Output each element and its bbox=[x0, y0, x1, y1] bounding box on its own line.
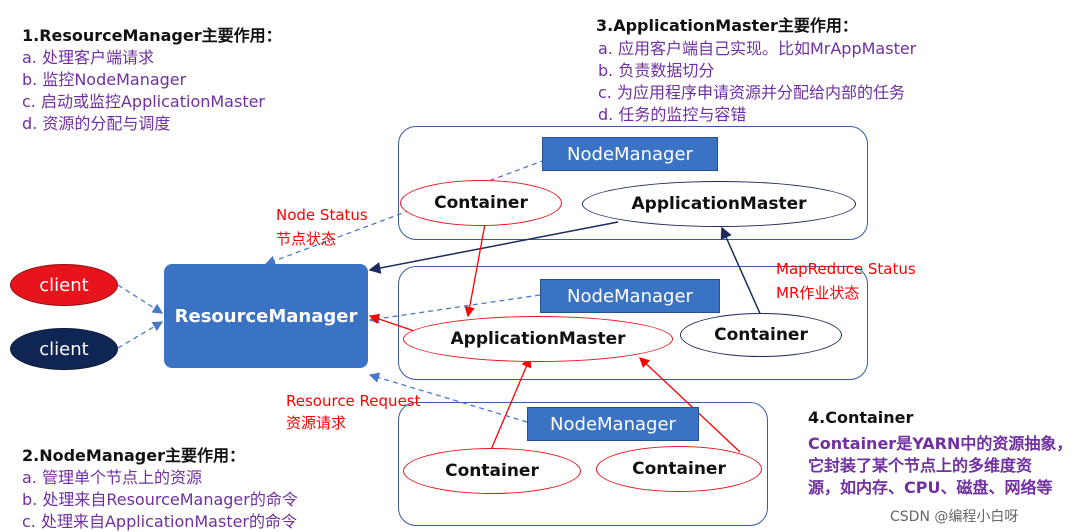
node-status-label-zh: 节点状态 bbox=[276, 230, 337, 248]
node-manager-1: NodeManager bbox=[542, 137, 718, 171]
am-role-item: c. 为应用程序申请资源并分配给内部的任务 bbox=[598, 83, 905, 102]
nm-role-title: 2.NodeManager主要作用： bbox=[22, 446, 246, 465]
am-role-item: d. 任务的监控与容错 bbox=[598, 105, 747, 124]
resource-request-label-en: Resource Request bbox=[286, 392, 421, 410]
application-master-node2: ApplicationMaster bbox=[403, 316, 673, 362]
nm-role-item: b. 处理来自ResourceManager的命令 bbox=[22, 490, 298, 509]
rm-role-title: 1.ResourceManager主要作用： bbox=[22, 26, 282, 45]
rm-role-item: d. 资源的分配与调度 bbox=[22, 114, 171, 133]
mr-status-label-en: MapReduce Status bbox=[776, 260, 916, 278]
am-role-title: 3.ApplicationMaster主要作用： bbox=[596, 16, 858, 35]
container-role-line: 它封装了某个节点上的多维度资 bbox=[808, 456, 1033, 475]
node-manager-2: NodeManager bbox=[540, 279, 720, 313]
container-node2: Container bbox=[680, 313, 842, 357]
container-role-line: Container是YARN中的资源抽象， bbox=[808, 434, 1073, 453]
container-node3-b: Container bbox=[596, 446, 762, 492]
nm-role-item: c. 处理来自ApplicationMaster的命令 bbox=[22, 512, 298, 531]
resource-manager: ResourceManager bbox=[164, 264, 368, 368]
rm-role-item: b. 监控NodeManager bbox=[22, 70, 187, 89]
application-master-node1: ApplicationMaster bbox=[582, 181, 856, 227]
nm-role-item: a. 管理单个节点上的资源 bbox=[22, 468, 202, 487]
client-navy: client bbox=[10, 328, 118, 370]
container-role-line: 源，如内存、CPU、磁盘、网络等 bbox=[808, 478, 1053, 497]
am-role-item: b. 负责数据切分 bbox=[598, 61, 715, 80]
container-role-title: 4.Container bbox=[808, 408, 914, 427]
rm-role-item: c. 启动或监控ApplicationMaster bbox=[22, 92, 266, 111]
am-role-item: a. 应用客户端自己实现。比如MrAppMaster bbox=[598, 39, 917, 58]
resource-request-label-zh: 资源请求 bbox=[286, 414, 347, 432]
node-status-label-en: Node Status bbox=[276, 206, 368, 224]
mr-status-label-zh: MR作业状态 bbox=[776, 284, 860, 302]
node-manager-3: NodeManager bbox=[527, 407, 699, 441]
rm-role-item: a. 处理客户端请求 bbox=[22, 48, 154, 67]
container-node3-a: Container bbox=[403, 448, 581, 494]
container-node1: Container bbox=[400, 180, 562, 226]
client-red: client bbox=[10, 264, 118, 306]
watermark: CSDN @编程小白呀 bbox=[890, 509, 1019, 525]
